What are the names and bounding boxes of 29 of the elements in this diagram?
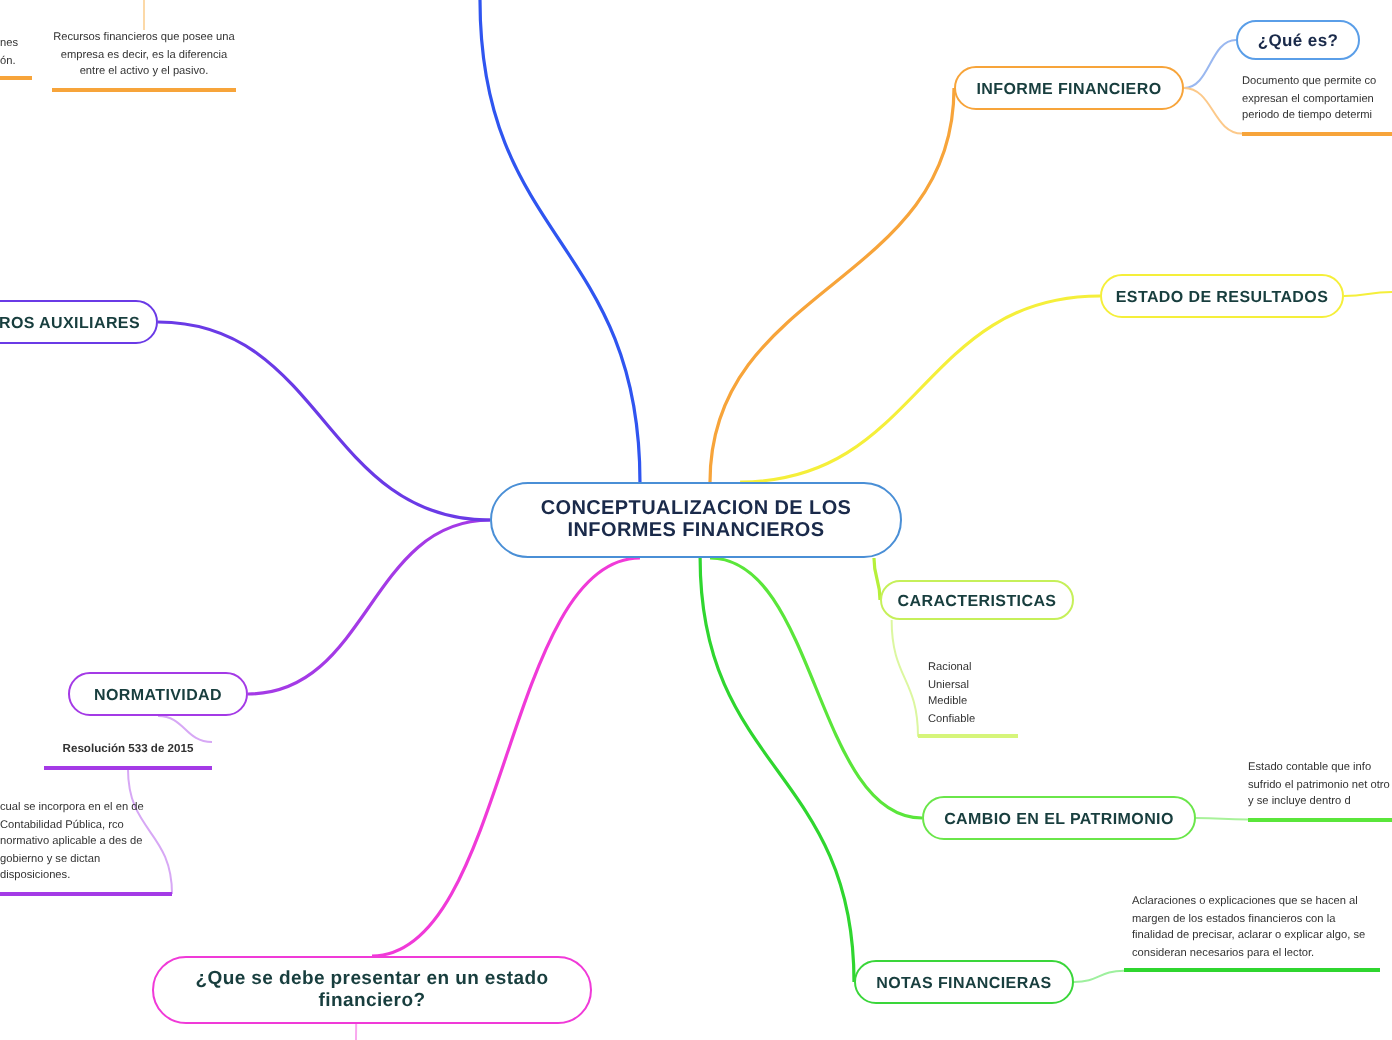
branch-line xyxy=(872,557,882,601)
branch-line xyxy=(1073,969,1125,983)
topic-box: CARACTERISTICAS xyxy=(880,580,1074,620)
branch-line xyxy=(247,518,491,696)
branch-line xyxy=(1195,817,1249,821)
branch-line xyxy=(355,1023,358,1040)
topic-box: CAMBIO EN EL PATRIMONIO xyxy=(922,796,1196,840)
branch-line xyxy=(157,715,213,743)
branch-line xyxy=(371,556,641,958)
subtopic-box: ¿Qué es? xyxy=(1236,20,1360,60)
branch-line xyxy=(1343,291,1392,297)
branch-line xyxy=(157,320,491,522)
topic-box: NOTAS FINANCIERAS xyxy=(854,960,1074,1004)
branch-line xyxy=(708,87,956,483)
topic-box: ROS AUXILIARES xyxy=(0,300,158,344)
topic-box: INFORME FINANCIERO xyxy=(954,66,1184,110)
central-topic: CONCEPTUALIZACION DE LOS INFORMES FINANCIEROS xyxy=(490,482,902,558)
branch-line xyxy=(1183,87,1243,135)
branch-line xyxy=(739,294,1101,484)
branch-line xyxy=(709,556,923,820)
topic-box: ¿Que se debe presentar en un estado financiero? xyxy=(152,956,592,1024)
branch-line xyxy=(127,768,173,895)
branch-line xyxy=(143,0,145,31)
topic-box: ESTADO DE RESULTADOS xyxy=(1100,274,1344,318)
topic-box: NORMATIVIDAD xyxy=(68,672,248,716)
branch-line xyxy=(698,557,856,983)
branch-line xyxy=(1183,39,1237,89)
branch-line xyxy=(890,619,919,738)
branch-line xyxy=(478,0,642,483)
